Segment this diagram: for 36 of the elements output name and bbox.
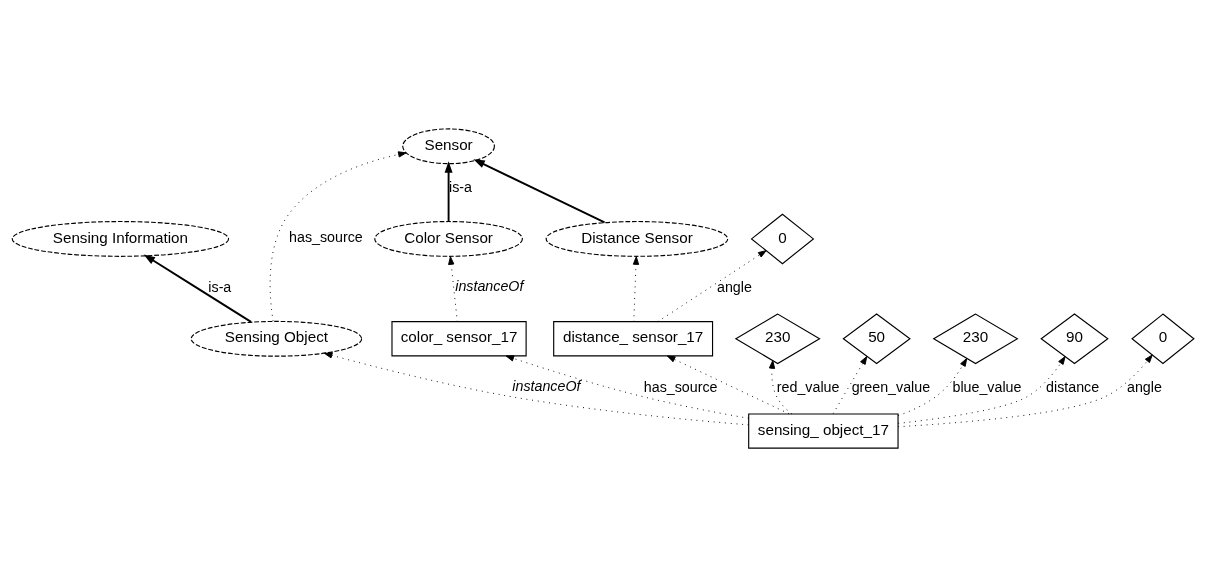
arrow xyxy=(832,356,868,415)
node-box: distance_ sensor_17 xyxy=(553,321,714,357)
arrow xyxy=(448,256,458,323)
arrow xyxy=(444,161,453,223)
node-diamond: 230 xyxy=(734,313,821,365)
node-ellipse: Color Sensor xyxy=(374,221,523,257)
arrow xyxy=(269,151,407,322)
arrow xyxy=(666,355,790,415)
edge-label: is-a xyxy=(208,279,232,296)
edge-label: green_value xyxy=(851,379,931,396)
edge-label: is-a xyxy=(448,179,472,196)
arrow xyxy=(897,356,1066,424)
arrow xyxy=(632,256,640,323)
arrow xyxy=(897,358,968,417)
node-ellipse: Distance Sensor xyxy=(545,221,729,257)
arrow xyxy=(473,159,606,224)
node-diamond: 0 xyxy=(750,213,815,265)
edge-label: angle xyxy=(716,279,752,296)
arrow xyxy=(657,250,767,323)
edge-label: distance xyxy=(1046,379,1100,396)
node-ellipse: Sensing Information xyxy=(11,221,230,257)
edge-label: blue_value xyxy=(952,379,1022,396)
edge-label: has_source xyxy=(643,379,718,396)
arrow xyxy=(323,352,749,426)
arrow xyxy=(505,355,750,419)
node-box: color_ sensor_17 xyxy=(391,321,527,357)
edge-label: instanceOf xyxy=(455,278,524,295)
arrow xyxy=(897,354,1153,428)
node-ellipse: Sensor xyxy=(402,128,495,165)
edge-label: angle xyxy=(1126,379,1162,396)
edge-label: instanceOf xyxy=(512,378,581,395)
node-box: sensing_ object_17 xyxy=(748,413,899,449)
arrow xyxy=(143,254,252,323)
arrow xyxy=(768,360,793,415)
edge-label: red_value xyxy=(776,379,840,396)
edge-label: has_source xyxy=(289,229,363,246)
